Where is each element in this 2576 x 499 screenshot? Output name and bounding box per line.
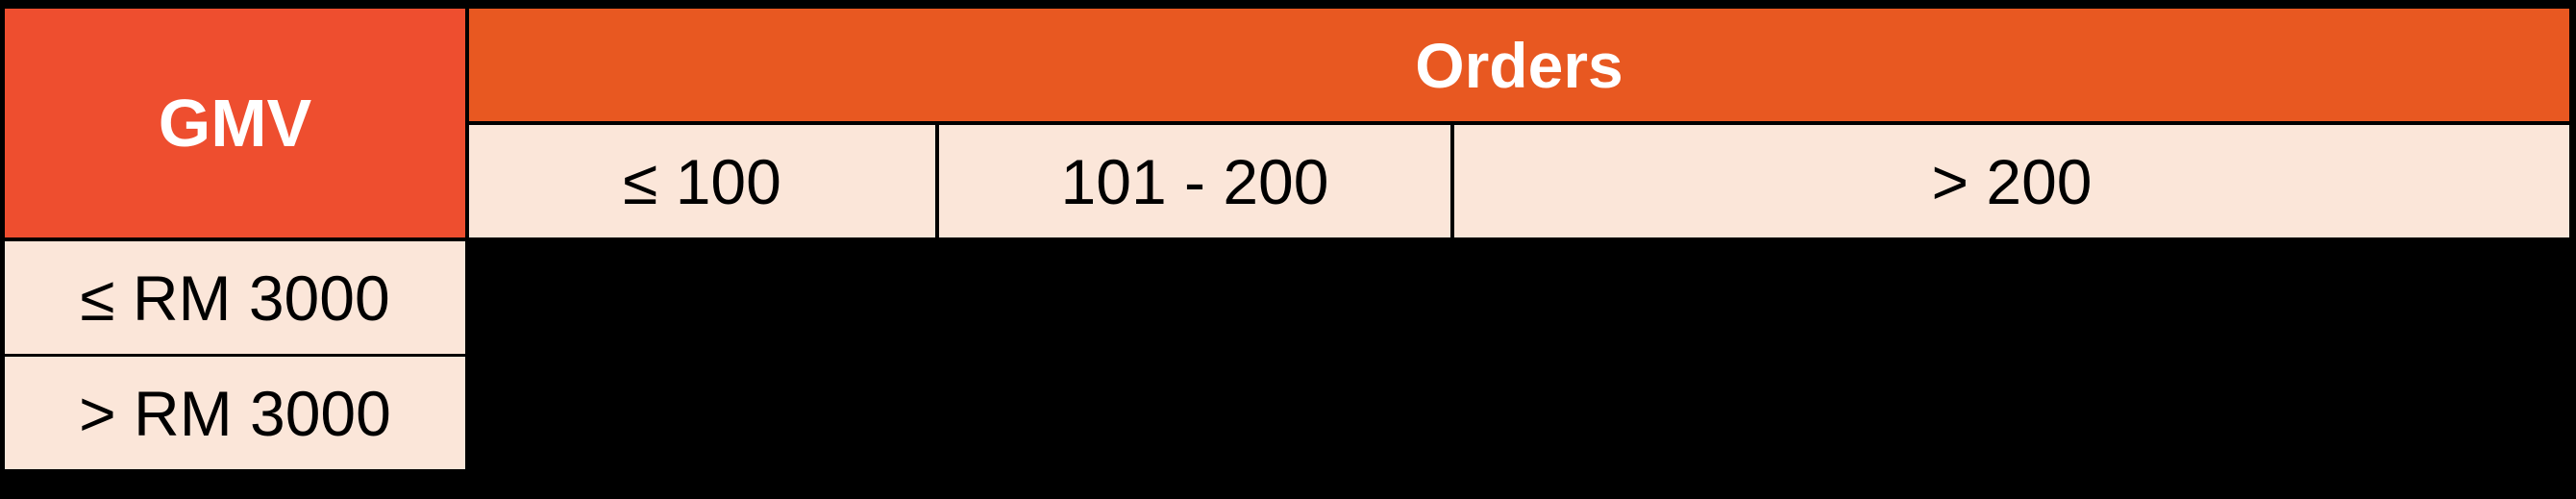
- orders-column-header: > 200: [1454, 125, 2569, 237]
- gmv-row-header: > RM 3000: [5, 357, 465, 469]
- orders-column-header: ≤ 100: [469, 125, 935, 237]
- orders-column-header: 101 - 200: [939, 125, 1450, 237]
- gmv-row-header: ≤ RM 3000: [5, 241, 465, 354]
- gmv-header: GMV: [5, 9, 465, 237]
- orders-header: Orders: [469, 9, 2569, 121]
